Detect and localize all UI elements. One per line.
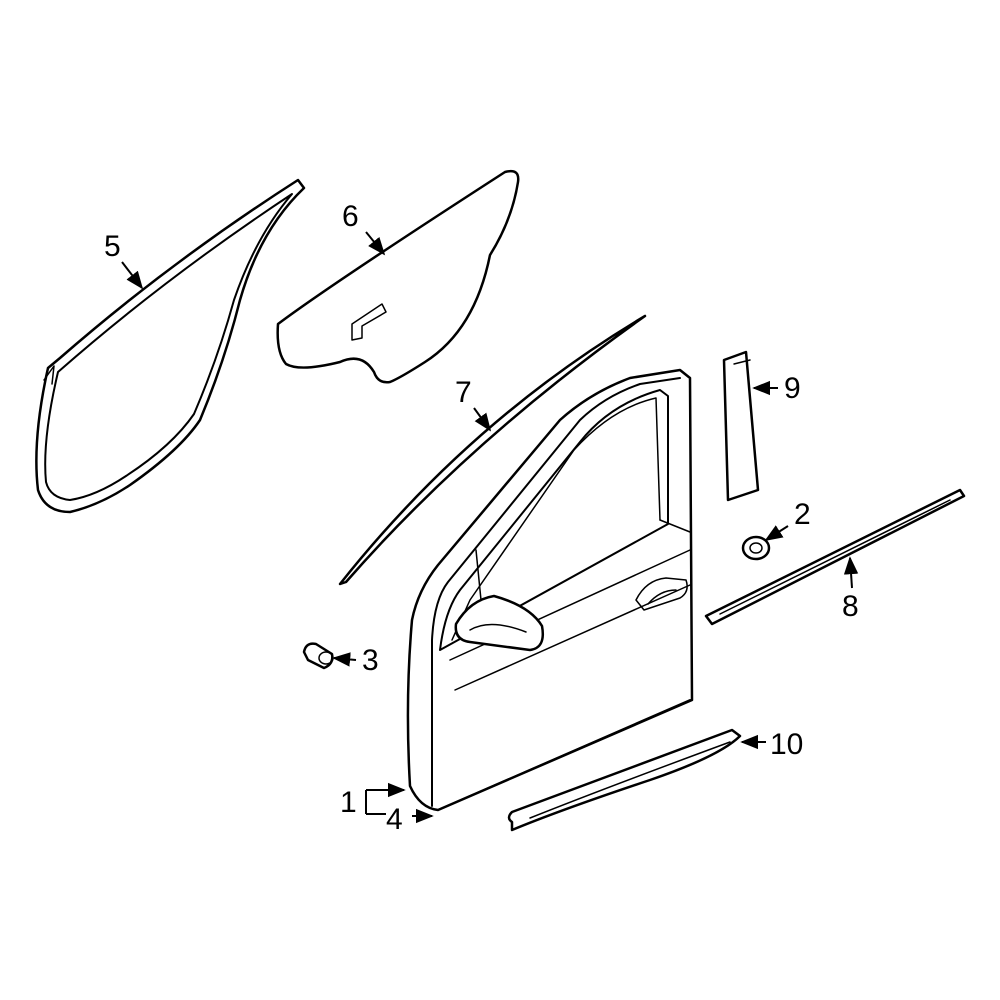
callout-10: 10 [770, 728, 803, 761]
callout-7: 7 [455, 376, 472, 409]
lower-door-molding[interactable] [507, 728, 742, 832]
leader-2 [764, 525, 789, 541]
door-weatherstrip[interactable] [35, 178, 306, 514]
leader-8 [843, 556, 859, 589]
callout-9: 9 [784, 372, 801, 405]
retaining-nut[interactable] [741, 535, 771, 561]
callout-4: 4 [386, 803, 403, 836]
callout-8: 8 [842, 590, 859, 623]
upper-frame-molding[interactable] [338, 314, 647, 586]
callout-2: 2 [794, 498, 811, 531]
belt-molding[interactable] [704, 488, 966, 626]
side-mirror[interactable] [454, 594, 544, 652]
leader-7 [473, 407, 492, 432]
callout-6: 6 [342, 200, 359, 233]
callout-3: 3 [362, 644, 379, 677]
callout-5: 5 [104, 230, 121, 263]
leader-3 [332, 652, 357, 667]
pillar-garnish[interactable] [722, 350, 760, 502]
callout-1: 1 [340, 786, 357, 819]
door-glass[interactable] [276, 169, 520, 384]
leader-5 [121, 261, 144, 290]
front-door-shell[interactable] [406, 368, 694, 812]
trim-clip[interactable] [302, 642, 334, 670]
leader-6 [365, 231, 386, 256]
